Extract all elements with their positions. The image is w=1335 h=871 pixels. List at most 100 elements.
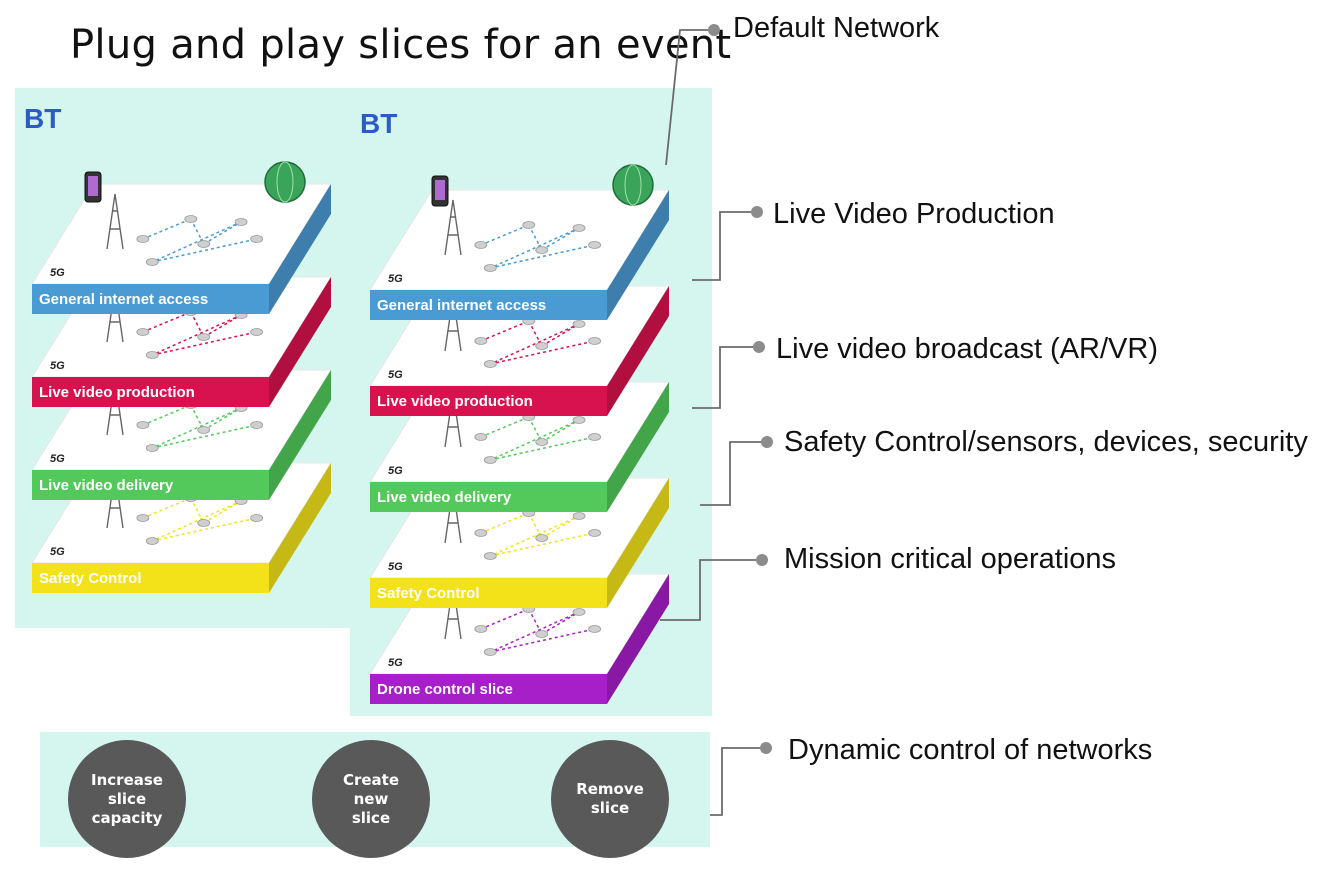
network-link bbox=[190, 218, 205, 245]
network-node bbox=[145, 351, 159, 359]
network-link bbox=[489, 515, 580, 557]
layer-front-band bbox=[370, 482, 607, 512]
network-link bbox=[528, 512, 543, 539]
network-node bbox=[483, 264, 497, 272]
network-node bbox=[474, 337, 488, 345]
network-node bbox=[136, 421, 150, 429]
network-link bbox=[480, 224, 530, 246]
network-node bbox=[197, 426, 211, 434]
badge-5g: 5G bbox=[388, 561, 403, 573]
layer-side-face bbox=[607, 382, 669, 512]
network-link bbox=[480, 608, 530, 630]
connector-dot bbox=[753, 341, 765, 353]
network-link bbox=[151, 407, 242, 449]
network-node bbox=[197, 333, 211, 341]
badge-5g: 5G bbox=[50, 453, 65, 465]
network-link bbox=[528, 224, 543, 251]
network-link bbox=[489, 419, 580, 461]
network-node bbox=[588, 337, 602, 345]
network-link bbox=[203, 221, 242, 245]
network-node bbox=[136, 328, 150, 336]
globe-icon bbox=[612, 164, 654, 206]
layer-front-band bbox=[32, 377, 269, 407]
layer-side-face bbox=[269, 370, 331, 500]
create-new-slice-button[interactable]: Create new slice bbox=[312, 740, 430, 858]
network-node bbox=[234, 218, 248, 226]
connector-dot bbox=[708, 24, 720, 36]
annotation-live-video-broadcast: Live video broadcast (AR/VR) bbox=[776, 333, 1158, 365]
layer-side-face bbox=[269, 184, 331, 314]
layer-label: General internet access bbox=[39, 291, 208, 308]
network-node bbox=[535, 438, 549, 446]
network-node bbox=[522, 221, 536, 229]
network-node bbox=[535, 246, 549, 254]
network-link bbox=[142, 218, 192, 240]
layer-side-face bbox=[607, 286, 669, 416]
network-node bbox=[474, 433, 488, 441]
bt-logo-text: BT bbox=[24, 103, 62, 134]
annotation-safety-control: Safety Control/sensors, devices, securit… bbox=[784, 426, 1308, 458]
network-node bbox=[250, 235, 264, 243]
badge-5g: 5G bbox=[388, 465, 403, 477]
layer-front-band bbox=[32, 563, 269, 593]
increase-slice-capacity-button[interactable]: Increase slice capacity bbox=[68, 740, 186, 858]
layer-side-face bbox=[607, 574, 669, 704]
network-link bbox=[489, 611, 580, 653]
network-node bbox=[483, 360, 497, 368]
network-node bbox=[184, 215, 198, 223]
network-link bbox=[203, 407, 242, 431]
network-node bbox=[474, 625, 488, 633]
network-node bbox=[197, 240, 211, 248]
network-link bbox=[528, 608, 543, 635]
annotation-mission-critical: Mission critical operations bbox=[784, 543, 1117, 575]
connector-line bbox=[660, 559, 760, 621]
network-node bbox=[136, 235, 150, 243]
connector-dot bbox=[756, 554, 768, 566]
network-node bbox=[145, 444, 159, 452]
tower-icon bbox=[106, 193, 124, 250]
layer-side-face bbox=[607, 478, 669, 608]
network-link bbox=[142, 311, 192, 333]
network-link bbox=[480, 320, 530, 342]
layer-front-band bbox=[370, 290, 607, 320]
layer-front-band bbox=[370, 386, 607, 416]
badge-5g: 5G bbox=[388, 657, 403, 669]
network-node bbox=[136, 514, 150, 522]
layer-label: Safety Control bbox=[377, 585, 480, 602]
bt-logo-right: BT bbox=[360, 108, 397, 140]
annotation-dynamic-control: Dynamic control of networks bbox=[788, 734, 1153, 766]
annotation-default-network: Default Network bbox=[733, 12, 940, 44]
network-node bbox=[483, 552, 497, 560]
layer-label: Live video production bbox=[39, 384, 195, 401]
network-link bbox=[151, 314, 242, 356]
connector-dot bbox=[760, 742, 772, 754]
annotation-live-video-production: Live Video Production bbox=[773, 198, 1055, 230]
network-node bbox=[535, 630, 549, 638]
network-node bbox=[588, 241, 602, 249]
network-node bbox=[145, 537, 159, 545]
network-node bbox=[572, 320, 586, 328]
layer-side-face bbox=[269, 463, 331, 593]
layer-label: General internet access bbox=[377, 297, 546, 314]
network-link bbox=[190, 497, 205, 524]
network-link bbox=[528, 416, 543, 443]
remove-slice-button[interactable]: Remove slice bbox=[551, 740, 669, 858]
network-link bbox=[541, 323, 580, 347]
layer-front-band bbox=[370, 578, 607, 608]
connector-line bbox=[700, 441, 765, 506]
network-node bbox=[197, 519, 211, 527]
network-node bbox=[572, 512, 586, 520]
network-node bbox=[250, 328, 264, 336]
bt-logo-text: BT bbox=[360, 108, 398, 139]
phone-screen bbox=[435, 180, 445, 200]
network-node bbox=[588, 433, 602, 441]
network-link bbox=[190, 311, 205, 338]
network-link bbox=[203, 314, 242, 338]
layer-side-face bbox=[269, 277, 331, 407]
badge-5g: 5G bbox=[388, 369, 403, 381]
globe-icon-meridian bbox=[624, 164, 642, 206]
layer-label: Live video delivery bbox=[39, 477, 174, 494]
network-link bbox=[151, 500, 242, 542]
